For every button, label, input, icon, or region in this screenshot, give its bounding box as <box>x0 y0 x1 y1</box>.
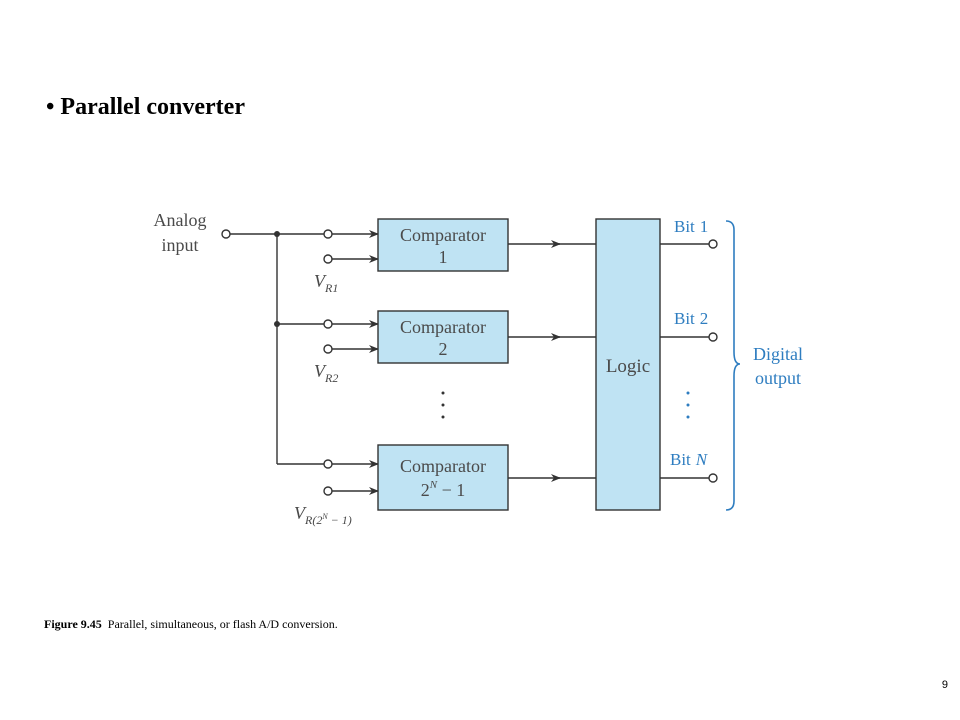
c1-block <box>377 218 509 272</box>
slide-title: • Parallel converter <box>46 94 245 120</box>
c2-index: 2 <box>439 339 448 359</box>
c2-label: Comparator <box>400 317 486 337</box>
c3-block <box>377 444 509 511</box>
c1-input-terminal <box>323 229 333 239</box>
c3-input-terminal <box>323 459 333 469</box>
output-brace <box>725 220 741 511</box>
c3-index: 2N − 1 <box>421 479 466 500</box>
analog-input-label-line1: Analog <box>154 210 207 230</box>
c1-index: 1 <box>439 247 448 267</box>
page-number: 9 <box>941 679 948 691</box>
c1-label: Comparator <box>400 225 486 245</box>
bit-n-terminal <box>708 473 718 483</box>
digital-output-label-line2: output <box>755 368 801 388</box>
c2-vref-terminal <box>323 344 333 354</box>
logic-block <box>595 218 661 511</box>
logic-label: Logic <box>606 356 650 377</box>
c2-block <box>377 310 509 364</box>
c3-label: Comparator <box>400 456 486 476</box>
analog-input-label-line2: input <box>161 235 198 255</box>
figure-caption: Figure 9.45 Parallel, simultaneous, or f… <box>44 617 338 632</box>
c1-vref-terminal <box>323 254 333 264</box>
c2-input-terminal <box>323 319 333 329</box>
figure-caption-text: Parallel, simultaneous, or flash A/D con… <box>107 617 338 631</box>
digital-output-label-line1: Digital <box>753 344 803 364</box>
figure-caption-label: Figure 9.45 <box>44 617 102 631</box>
bit-2-terminal <box>708 332 718 342</box>
comparator-last: Comparator 2N − 1 VR(2N − 1) <box>294 444 596 527</box>
c2-vref-label: VR2 <box>314 361 338 385</box>
c3-vref-label: VR(2N − 1) <box>294 503 352 527</box>
c3-vref-terminal <box>323 486 333 496</box>
comparator-2: Comparator 2 VR2 <box>314 310 596 385</box>
analog-input-terminal <box>221 229 231 239</box>
bit-1-terminal <box>708 239 718 249</box>
c1-vref-label: VR1 <box>314 271 338 295</box>
comparator-ellipsis <box>441 391 445 419</box>
comparator-1: Comparator 1 VR1 <box>314 218 596 295</box>
bit-ellipsis <box>686 391 690 419</box>
